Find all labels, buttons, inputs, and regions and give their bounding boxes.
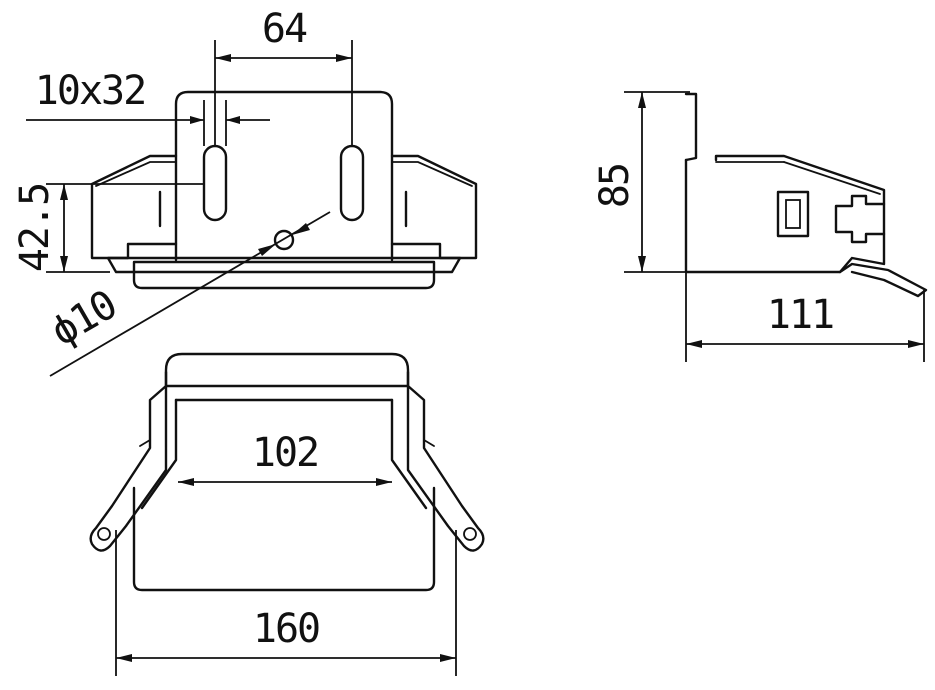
dim-10x32: 10x32 xyxy=(26,68,270,146)
right-clip xyxy=(390,154,478,260)
box-body xyxy=(132,486,436,592)
dim-85-label: 85 xyxy=(592,164,638,208)
dim-102: 102 xyxy=(178,430,392,486)
dim-64-label: 64 xyxy=(262,6,307,52)
left-spring xyxy=(89,370,168,552)
right-slot xyxy=(339,144,365,222)
left-clip xyxy=(90,154,178,260)
frame-rim xyxy=(106,256,462,274)
top-band xyxy=(164,352,410,388)
dim-160-label: 160 xyxy=(253,606,319,652)
dim-111: 111 xyxy=(685,272,925,362)
dim-42-5: 42.5 xyxy=(12,183,204,273)
clip-notch xyxy=(834,194,886,244)
side-body xyxy=(684,154,886,274)
dim-phi10-label: ϕ10 xyxy=(43,282,123,355)
left-slot xyxy=(202,144,228,222)
bracket-plate xyxy=(174,90,394,262)
side-view xyxy=(684,92,928,298)
dim-102-label: 102 xyxy=(252,430,318,476)
front-view xyxy=(90,90,478,290)
spring-leg xyxy=(838,262,928,298)
dim-64: 64 xyxy=(214,6,353,146)
mounting-hole xyxy=(273,229,295,251)
dim-111-label: 111 xyxy=(767,292,833,338)
flange xyxy=(684,92,698,162)
frame-body xyxy=(132,260,436,290)
dim-42-5-label: 42.5 xyxy=(12,184,58,272)
dim-10x32-label: 10x32 xyxy=(35,68,145,114)
dim-85: 85 xyxy=(592,91,690,273)
bottom-view xyxy=(89,352,485,592)
dim-160: 160 xyxy=(115,530,457,676)
latch xyxy=(776,190,810,238)
right-spring xyxy=(406,370,485,552)
dim-phi10: ϕ10 xyxy=(43,211,331,377)
